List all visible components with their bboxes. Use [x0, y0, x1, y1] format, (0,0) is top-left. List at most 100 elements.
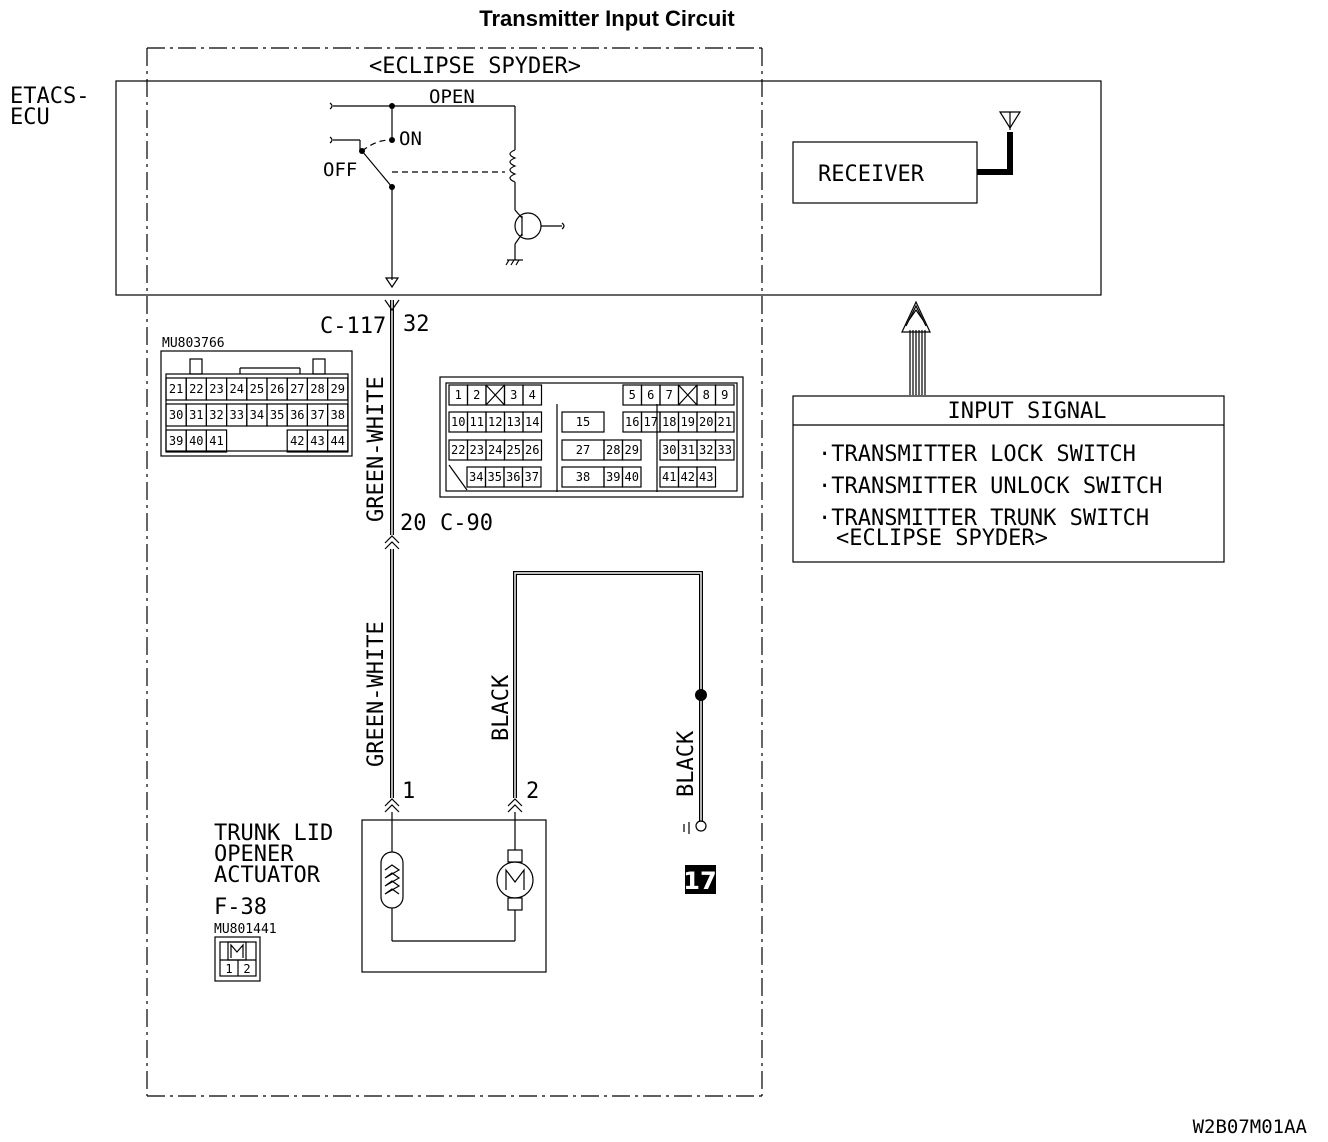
c90-cell	[714, 384, 735, 406]
c90-cell	[522, 411, 543, 433]
ecu-name-line2: ECU	[10, 105, 50, 130]
c90-pin: 37	[525, 470, 539, 484]
c90-pin: 11	[470, 415, 484, 429]
figure-code: W2B07M01AA	[1193, 1116, 1308, 1138]
c90-pin: 43	[699, 470, 713, 484]
c117-name: C-117	[320, 314, 386, 339]
c90-cell	[561, 411, 605, 433]
c90-name: C-90	[440, 511, 493, 536]
c90-pin: 14	[525, 415, 539, 429]
c117-pin: 35	[270, 408, 284, 422]
switch-open-label: OPEN	[429, 86, 475, 108]
actuator-internals	[380, 812, 534, 942]
c90-pin: 21	[718, 415, 732, 429]
c90-cell	[621, 439, 642, 461]
actuator-name-line3: ACTUATOR	[214, 863, 321, 888]
ground-point-badge	[685, 865, 716, 894]
c117-cell	[327, 377, 349, 401]
c90-pin: 2	[473, 388, 480, 402]
c90-pin: 29	[625, 443, 639, 457]
f38-part-number: MU801441	[214, 922, 277, 937]
c117-pin: 30	[169, 408, 183, 422]
f38-face-pin1: 1	[225, 962, 232, 976]
signal-lock-switch: ·TRANSMITTER LOCK SWITCH	[818, 442, 1136, 467]
ecu-name-line1: ETACS-	[10, 84, 89, 109]
connector-c117-marker	[384, 299, 400, 312]
actuator-name-line1: TRUNK LID	[214, 821, 333, 846]
c90-pin: 18	[662, 415, 676, 429]
c90-pin: 20	[400, 511, 427, 536]
c117-pin: 42	[290, 434, 304, 448]
c90-pin: 32	[699, 443, 713, 457]
c117-pin: 31	[189, 408, 203, 422]
c117-pin: 43	[310, 434, 324, 448]
c117-pin: 29	[330, 382, 344, 396]
c117-pin: 41	[209, 434, 223, 448]
c117-pin: 25	[250, 382, 264, 396]
f38-connector-face	[214, 936, 261, 982]
c117-pin: 37	[310, 408, 324, 422]
f38-face-pin2: 2	[243, 962, 250, 976]
splice-point	[695, 689, 707, 701]
c90-pin: 31	[681, 443, 695, 457]
c90-pin: 39	[606, 470, 620, 484]
c90-pin: 26	[525, 443, 539, 457]
c90-cell	[522, 384, 543, 406]
c90-pin: 1	[455, 388, 462, 402]
wire-label-upper: GREEN-WHITE	[364, 376, 389, 522]
c90-pin: 6	[647, 388, 654, 402]
variant-boundary	[146, 47, 763, 1097]
c117-part-number: MU803766	[162, 336, 225, 351]
c90-pin: 30	[662, 443, 676, 457]
c90-pin: 12	[488, 415, 502, 429]
etacs-ecu-box	[115, 80, 1102, 296]
input-signal-header: INPUT SIGNAL	[948, 399, 1107, 424]
input-signal-arrow	[901, 300, 931, 395]
variant-label: <ECLIPSE SPYDER>	[369, 54, 581, 79]
c90-pin: 23	[470, 443, 484, 457]
actuator-pin2: 2	[526, 779, 539, 804]
c90-pin: 24	[488, 443, 502, 457]
c90-pin: 42	[681, 470, 695, 484]
c90-pin: 15	[576, 415, 590, 429]
c117-pin: 32	[403, 312, 430, 337]
c117-pin: 21	[169, 382, 183, 396]
c117-pin: 40	[189, 434, 203, 448]
c90-pin: 34	[469, 470, 483, 484]
c90-blank	[485, 384, 505, 406]
c90-pin: 35	[488, 470, 502, 484]
c117-cell	[327, 429, 349, 453]
c90-cell	[521, 466, 542, 488]
c90-pin: 19	[681, 415, 695, 429]
c117-pin: 36	[290, 408, 304, 422]
c117-cell	[327, 403, 349, 427]
ground-icon	[683, 820, 707, 834]
c117-pin: 24	[229, 382, 243, 396]
c90-pin: 25	[507, 443, 521, 457]
c117-pin: 27	[290, 382, 304, 396]
actuator-box	[361, 819, 547, 973]
receiver-label: RECEIVER	[818, 162, 925, 187]
actuator-name-line2: OPENER	[214, 842, 294, 867]
input-signal-box	[792, 395, 1225, 563]
c117-pin: 28	[310, 382, 324, 396]
c90-pin: 27	[576, 443, 590, 457]
c117-pin: 33	[229, 408, 243, 422]
c90-pin: 3	[510, 388, 517, 402]
c90-cell	[696, 466, 717, 488]
wire-label-lower: GREEN-WHITE	[364, 621, 389, 767]
c90-pin: 7	[666, 388, 673, 402]
antenna-icon	[977, 111, 1022, 175]
connector-c90-marker	[384, 535, 400, 550]
c90-pin: 41	[662, 470, 676, 484]
c117-cell	[205, 429, 228, 453]
c90-cell	[714, 439, 735, 461]
c117-pin: 38	[330, 408, 344, 422]
c90-cell	[714, 411, 735, 433]
c90-pin: 20	[699, 415, 713, 429]
c90-pin: 4	[529, 388, 536, 402]
c117-pin: 23	[209, 382, 223, 396]
